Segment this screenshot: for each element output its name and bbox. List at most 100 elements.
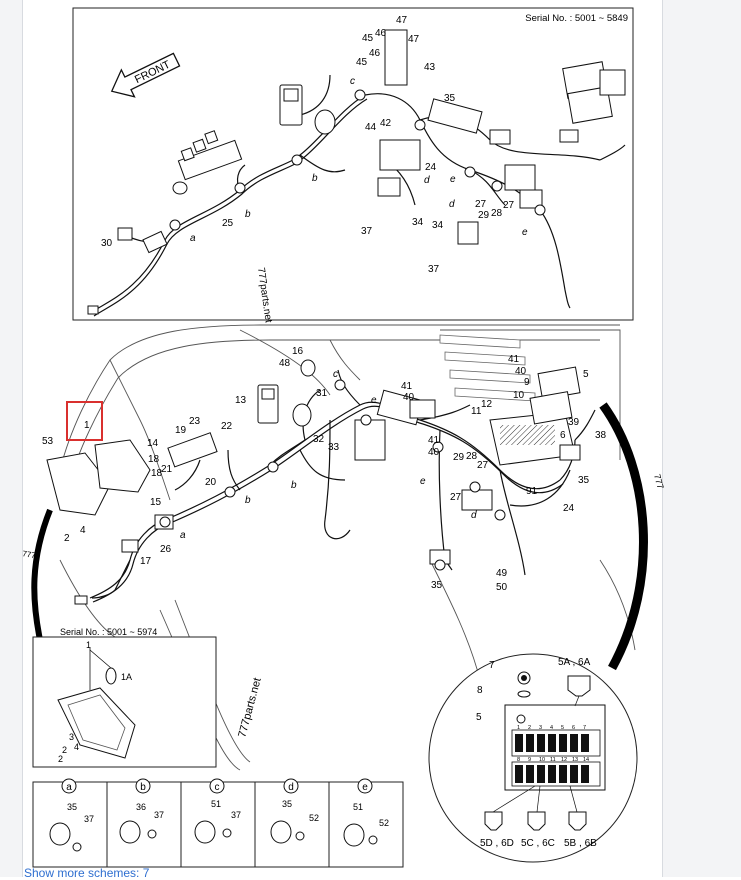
svg-text:d: d — [288, 782, 294, 793]
fuse-slot — [581, 765, 589, 783]
svg-text:d: d — [424, 175, 430, 186]
svg-text:52: 52 — [309, 813, 319, 823]
side-watermark-left: 777 — [22, 549, 37, 560]
svg-text:25: 25 — [222, 218, 234, 229]
svg-text:46: 46 — [375, 28, 387, 39]
svg-text:12: 12 — [481, 399, 493, 410]
svg-text:37: 37 — [231, 810, 241, 820]
fuse-label-5c6c: 5C , 6C — [521, 838, 555, 849]
svg-text:11: 11 — [471, 406, 482, 417]
svg-text:40: 40 — [403, 392, 415, 403]
svg-text:1: 1 — [517, 725, 520, 731]
svg-text:d: d — [471, 510, 477, 521]
svg-text:45: 45 — [356, 57, 368, 68]
show-more-schemes-link[interactable]: Show more schemes: 7 — [24, 866, 150, 880]
svg-text:19: 19 — [175, 425, 187, 436]
svg-text:35: 35 — [282, 799, 292, 809]
svg-text:10: 10 — [513, 390, 525, 401]
svg-text:53: 53 — [42, 436, 54, 447]
svg-text:2: 2 — [62, 745, 67, 755]
svg-text:41: 41 — [428, 435, 440, 446]
fuse-slot — [548, 765, 556, 783]
svg-text:10: 10 — [539, 757, 545, 763]
svg-text:24: 24 — [425, 162, 437, 173]
svg-text:45: 45 — [362, 33, 374, 44]
main-watermark: 777parts.net — [236, 677, 263, 739]
svg-text:27: 27 — [450, 492, 462, 503]
svg-text:30: 30 — [101, 238, 113, 249]
svg-text:16: 16 — [292, 346, 304, 357]
svg-text:2: 2 — [528, 725, 531, 731]
fuse-label-5b6b: 5B , 6B — [564, 838, 597, 849]
svg-text:e: e — [522, 227, 528, 238]
svg-text:49: 49 — [496, 568, 508, 579]
fuse-slot — [581, 734, 589, 752]
svg-text:51: 51 — [353, 802, 363, 812]
svg-text:b: b — [140, 782, 146, 793]
svg-text:37: 37 — [361, 226, 373, 237]
svg-text:26: 26 — [160, 544, 172, 555]
selected-part-number[interactable]: 1 — [84, 420, 90, 431]
svg-text:3: 3 — [69, 732, 74, 742]
svg-text:b: b — [291, 480, 297, 491]
svg-text:18: 18 — [148, 454, 160, 465]
svg-text:2: 2 — [64, 533, 70, 544]
svg-text:c: c — [215, 782, 220, 793]
fuse-slot-numbers: 1 2 3 4 5 6 7 8 9 10 11 12 13 14 — [517, 725, 589, 763]
svg-text:4: 4 — [74, 742, 79, 752]
fuse-slot — [515, 765, 523, 783]
svg-text:12: 12 — [561, 757, 567, 763]
svg-text:11: 11 — [550, 757, 556, 763]
clamp-cell-b: b 36 37 — [119, 778, 164, 844]
svg-text:6: 6 — [572, 725, 575, 731]
svg-text:e: e — [371, 395, 377, 406]
fuse-label-5d6d: 5D , 6D — [480, 838, 514, 849]
svg-text:46: 46 — [369, 48, 381, 59]
svg-text:37: 37 — [428, 264, 440, 275]
top-harness-panel: Serial No. : 5001 ~ 5849 FRONT — [72, 7, 634, 324]
svg-text:1: 1 — [86, 640, 91, 650]
selected-part-marker[interactable] — [66, 401, 103, 441]
svg-text:33: 33 — [328, 442, 340, 453]
left-gutter — [0, 0, 23, 877]
svg-text:32: 32 — [313, 434, 325, 445]
svg-text:35: 35 — [431, 580, 443, 591]
svg-text:37: 37 — [154, 810, 164, 820]
svg-text:c: c — [333, 369, 338, 380]
svg-text:50: 50 — [496, 582, 508, 593]
svg-text:9: 9 — [528, 757, 531, 763]
clamp-legend: a 35 37 b 36 37 c 51 37 — [32, 778, 404, 868]
svg-text:41: 41 — [401, 381, 413, 392]
svg-text:4: 4 — [80, 525, 86, 536]
svg-text:36: 36 — [136, 802, 146, 812]
svg-text:39: 39 — [568, 417, 580, 428]
svg-text:34: 34 — [432, 220, 444, 231]
svg-text:51: 51 — [211, 799, 221, 809]
svg-text:52: 52 — [379, 818, 389, 828]
svg-text:23: 23 — [189, 416, 201, 427]
svg-text:e: e — [420, 476, 426, 487]
svg-text:47: 47 — [408, 34, 420, 45]
clamp-cell-e: e 51 52 — [343, 778, 389, 847]
fuse-row-top — [515, 734, 589, 752]
svg-text:27: 27 — [475, 199, 487, 210]
svg-text:e: e — [450, 174, 456, 185]
svg-text:15: 15 — [150, 497, 162, 508]
svg-text:43: 43 — [424, 62, 436, 73]
svg-text:a: a — [180, 530, 186, 541]
svg-text:7: 7 — [583, 725, 586, 731]
svg-text:17: 17 — [140, 556, 152, 567]
fuse-slot — [548, 734, 556, 752]
svg-text:d: d — [449, 199, 455, 210]
svg-text:20: 20 — [205, 477, 217, 488]
top-clamps — [169, 89, 546, 231]
fuse-slot — [537, 734, 545, 752]
svg-text:8: 8 — [477, 685, 483, 696]
clamp-cell-a: a 35 37 — [49, 778, 94, 852]
top-callouts: 47 46 45 47 46 45 43 c 42 44 35 24 d e b… — [101, 15, 528, 275]
svg-text:40: 40 — [515, 366, 527, 377]
top-components — [87, 29, 626, 315]
svg-text:b: b — [245, 209, 251, 220]
svg-text:2: 2 — [58, 754, 63, 764]
